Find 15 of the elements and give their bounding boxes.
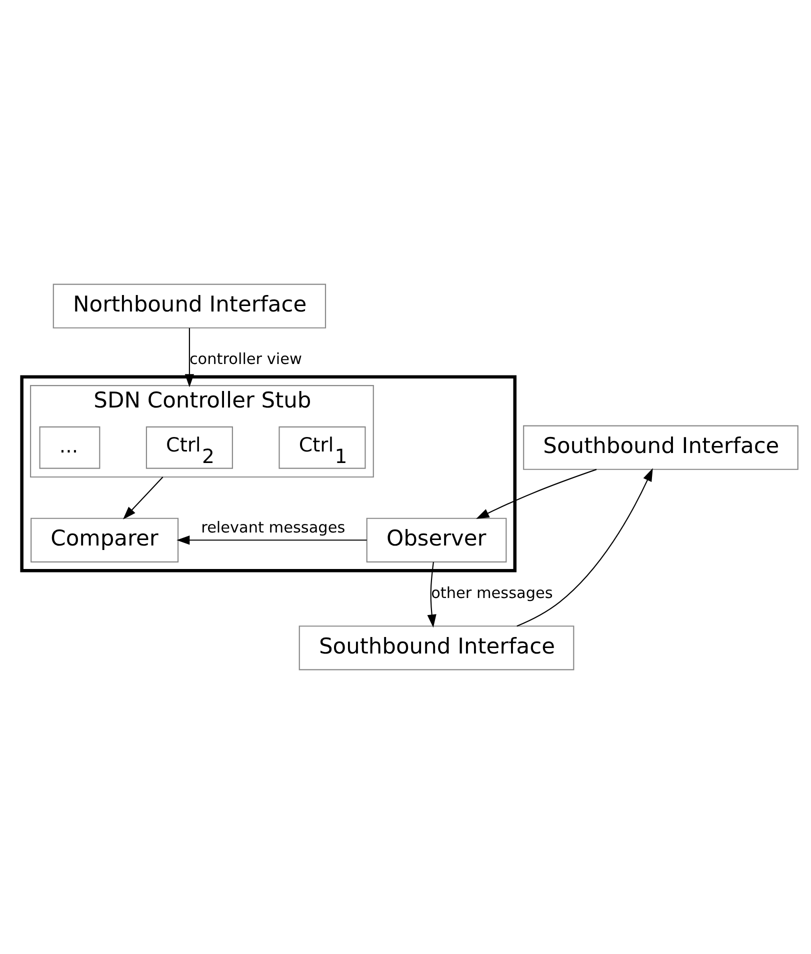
arrow	[476, 468, 597, 519]
arrow	[176, 536, 367, 545]
node-box: Comparer	[30, 518, 179, 562]
edge-label: relevant messages	[201, 518, 346, 537]
arrow	[516, 468, 653, 627]
edge-label: controller view	[189, 350, 302, 368]
node-box: Observer	[366, 518, 507, 562]
node-box: Southbound Interface	[298, 626, 574, 670]
edge-label: other messages	[431, 584, 553, 602]
node-box: ...	[39, 426, 100, 469]
arrow	[184, 328, 194, 388]
arrow	[427, 562, 436, 628]
node-box: Southbound Interface	[523, 425, 798, 470]
arrow	[123, 476, 164, 520]
node-box: Northbound Interface	[52, 284, 326, 328]
